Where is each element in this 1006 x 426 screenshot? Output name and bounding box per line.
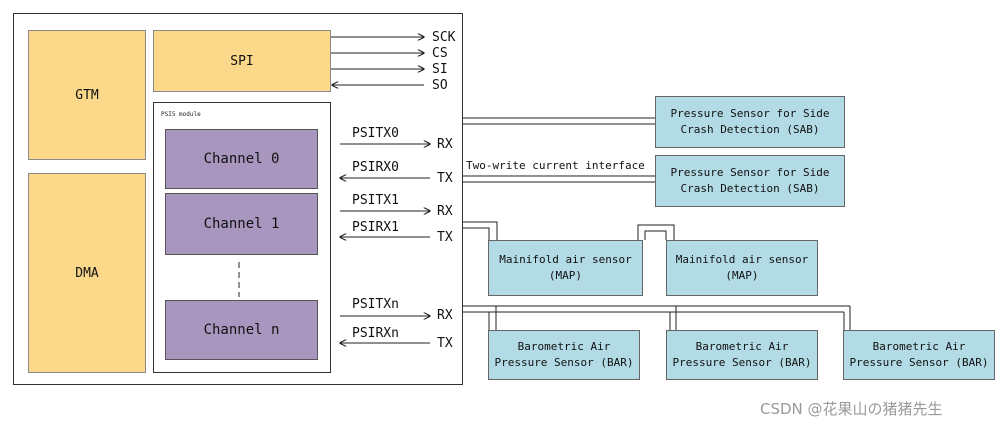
bar-sensor-1: Barometric Air Pressure Sensor (BAR): [488, 330, 640, 380]
txn-pin: TX: [437, 336, 453, 351]
cs-label: CS: [432, 46, 448, 61]
spi-block: SPI: [153, 30, 331, 92]
spi-label: SPI: [230, 53, 254, 69]
channel-0: Channel 0: [165, 129, 318, 189]
channel-1-label: Channel 1: [203, 216, 280, 232]
so-label: SO: [432, 78, 448, 93]
map-sensor-2: Mainifold air sensor (MAP): [666, 240, 818, 296]
tx1-pin: TX: [437, 230, 453, 245]
psitx1-label: PSITX1: [352, 193, 399, 208]
channel-0-label: Channel 0: [203, 151, 280, 167]
psitxn-label: PSITXn: [352, 297, 399, 312]
channel-n: Channel n: [165, 300, 318, 360]
gtm-label: GTM: [75, 87, 99, 103]
psitx0-label: PSITX0: [352, 126, 399, 141]
dma-block: DMA: [28, 173, 146, 373]
map-sensor-1: Mainifold air sensor (MAP): [488, 240, 643, 296]
sab-sensor-1: Pressure Sensor for Side Crash Detection…: [655, 96, 845, 148]
rx0-pin: RX: [437, 137, 453, 152]
sab-sensor-2: Pressure Sensor for Side Crash Detection…: [655, 155, 845, 207]
rx1-pin: RX: [437, 204, 453, 219]
channel-1: Channel 1: [165, 193, 318, 255]
rxn-pin: RX: [437, 308, 453, 323]
psirx1-label: PSIRX1: [352, 220, 399, 235]
bar-sensor-3: Barometric Air Pressure Sensor (BAR): [843, 330, 995, 380]
si-label: SI: [432, 62, 448, 77]
dma-label: DMA: [75, 265, 99, 281]
tx0-pin: TX: [437, 171, 453, 186]
psirx0-label: PSIRX0: [352, 160, 399, 175]
sck-label: SCK: [432, 30, 456, 45]
interface-label: Two-write current interface: [466, 159, 645, 172]
psi5-module-title: PSI5 module: [161, 111, 201, 118]
watermark: CSDN @花果山の猪猪先生: [760, 400, 943, 418]
bar-sensor-2: Barometric Air Pressure Sensor (BAR): [666, 330, 818, 380]
gtm-block: GTM: [28, 30, 146, 160]
psirxn-label: PSIRXn: [352, 326, 399, 341]
channel-n-label: Channel n: [203, 322, 280, 338]
